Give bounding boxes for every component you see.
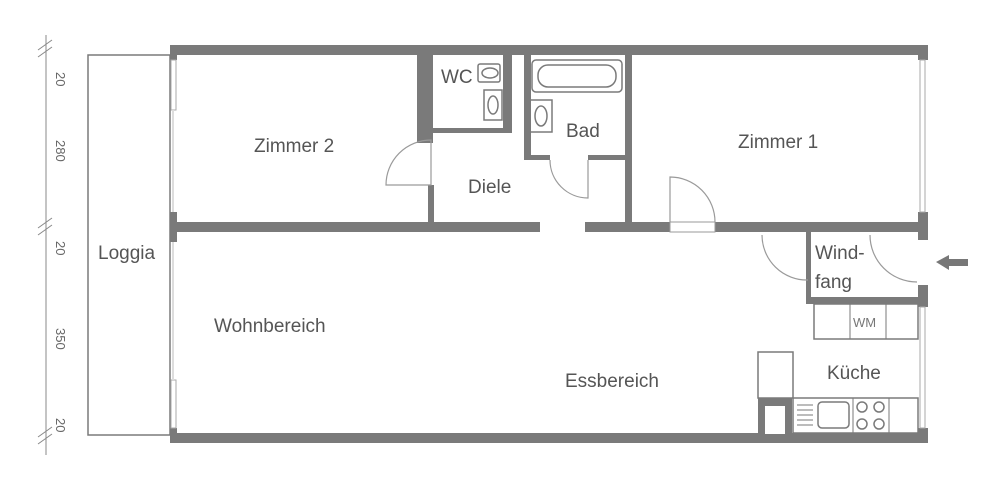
room-label-wohnbereich: Wohnbereich: [214, 316, 326, 337]
room-label-diele: Diele: [468, 177, 511, 198]
room-label-loggia: Loggia: [98, 243, 155, 264]
dimension-label: 280: [53, 140, 68, 162]
dimension-chain: 20 280 20 350 20: [37, 35, 68, 455]
room-label-zimmer2: Zimmer 2: [254, 136, 334, 157]
room-label-kueche: Küche: [827, 363, 881, 384]
loggia-outline: [87, 54, 171, 436]
room-label-zimmer1: Zimmer 1: [738, 132, 818, 153]
walls: [170, 45, 928, 443]
arrow-left-icon: [936, 255, 968, 270]
dimension-label: 20: [53, 72, 68, 86]
washing-machine-label: WM: [853, 315, 876, 330]
room-label-bad: Bad: [566, 121, 600, 142]
room-label-essbereich: Essbereich: [565, 371, 659, 392]
doors: [385, 139, 918, 283]
sanitary-fixtures: [477, 59, 623, 133]
room-label-windfang: Wind-: [815, 243, 865, 264]
room-label-windfang: fang: [815, 272, 852, 293]
kitchen-fixtures: [757, 303, 919, 434]
room-label-wc: WC: [441, 67, 473, 88]
dimension-label: 20: [53, 241, 68, 255]
dimension-label: 350: [53, 328, 68, 350]
windows: [170, 59, 926, 429]
dimension-label: 20: [53, 418, 68, 432]
